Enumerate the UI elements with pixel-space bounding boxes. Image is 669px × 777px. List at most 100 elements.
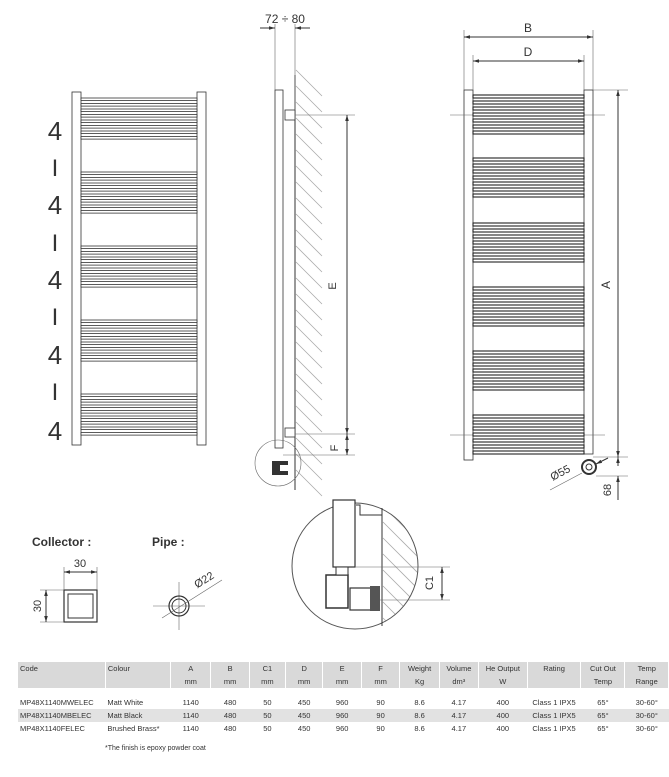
c1-dimension-label: C1 bbox=[424, 576, 436, 590]
towel-bar bbox=[80, 330, 198, 334]
towel-bar bbox=[472, 386, 585, 391]
towel-bar bbox=[472, 286, 585, 291]
table-cell: 1140 bbox=[182, 698, 199, 707]
towel-bar bbox=[80, 399, 198, 403]
collector-section: Collector : 30 30 bbox=[32, 535, 98, 623]
table-footnote: *The finish is epoxy powder coat bbox=[105, 745, 206, 752]
towel-bar bbox=[472, 450, 585, 455]
table-cell: Class 1 IPX5 bbox=[532, 698, 576, 707]
pipe-diameter-label: Ø22 bbox=[192, 570, 216, 591]
towel-bar bbox=[80, 319, 198, 323]
towel-bar bbox=[80, 119, 198, 123]
towel-bar bbox=[472, 322, 585, 327]
table-cell: Matt White bbox=[107, 698, 144, 707]
table-cell: 4.17 bbox=[451, 698, 467, 707]
column-header: Volume bbox=[439, 662, 479, 675]
column-unit: Range bbox=[624, 675, 669, 688]
column-header: Code bbox=[18, 662, 106, 675]
pattern-label: 4 bbox=[48, 190, 62, 220]
towel-bar bbox=[472, 258, 585, 263]
valve-detail: C1 bbox=[291, 499, 450, 630]
towel-bar bbox=[472, 112, 585, 117]
table-cell: 450 bbox=[285, 709, 323, 722]
table-cell: 480 bbox=[223, 698, 237, 707]
towel-bar bbox=[80, 284, 198, 288]
column-unit: mm bbox=[249, 675, 286, 688]
table-cell: 90 bbox=[361, 709, 400, 722]
column-header: He Output bbox=[478, 662, 528, 675]
towel-bar bbox=[472, 181, 585, 186]
table-cell: 450 bbox=[297, 698, 311, 707]
towel-bar bbox=[472, 426, 585, 431]
towel-bar bbox=[472, 118, 585, 123]
towel-bar bbox=[80, 193, 198, 197]
towel-bar bbox=[80, 245, 198, 249]
rear-view: B D A 68 Ø55 bbox=[450, 21, 628, 500]
pattern-label: I bbox=[52, 379, 59, 406]
side-view: 72 ÷ 80 E F bbox=[254, 12, 355, 497]
column-header: A bbox=[170, 662, 212, 675]
table-cell: Matt Black bbox=[105, 709, 171, 722]
table-cell: 65° bbox=[597, 698, 609, 707]
column-header: Weight bbox=[399, 662, 440, 675]
towel-bar bbox=[472, 157, 585, 162]
column-unit: W bbox=[478, 675, 528, 688]
towel-bar bbox=[80, 336, 198, 340]
pattern-label: 4 bbox=[48, 116, 62, 146]
towel-bar bbox=[472, 368, 585, 373]
towel-bar bbox=[80, 278, 198, 282]
towel-bar bbox=[472, 292, 585, 297]
towel-bar bbox=[472, 414, 585, 419]
table-cell: 65° bbox=[580, 709, 625, 722]
towel-bar bbox=[80, 262, 198, 266]
table-cell: 400 bbox=[496, 724, 510, 733]
table-cell: 8.6 bbox=[399, 709, 440, 722]
table-cell: 50 bbox=[249, 709, 286, 722]
collector-width-label: 30 bbox=[74, 558, 86, 570]
towel-bar bbox=[472, 187, 585, 192]
column-unit: mm bbox=[322, 675, 362, 688]
column-header: Cut Out bbox=[580, 662, 626, 675]
towel-bar bbox=[80, 358, 198, 362]
pattern-label: 4 bbox=[48, 340, 62, 370]
column-header: D bbox=[285, 662, 324, 675]
pattern-label: 4 bbox=[48, 265, 62, 295]
towel-bar bbox=[472, 432, 585, 437]
towel-bar bbox=[472, 298, 585, 303]
towel-bar bbox=[80, 199, 198, 203]
towel-bar bbox=[80, 204, 198, 208]
pattern-label: I bbox=[52, 304, 59, 331]
column-header: F bbox=[361, 662, 401, 675]
table-cell: 450 bbox=[297, 724, 311, 733]
towel-bar bbox=[80, 130, 198, 134]
towel-bar bbox=[80, 136, 198, 140]
towel-bar bbox=[80, 210, 198, 214]
pattern-label: I bbox=[52, 230, 59, 257]
towel-bar bbox=[80, 267, 198, 271]
table-cell: 960 bbox=[335, 698, 349, 707]
column-header: E bbox=[322, 662, 362, 675]
towel-bar bbox=[472, 163, 585, 168]
e-dimension-label: E bbox=[327, 282, 339, 289]
towel-bar bbox=[472, 246, 585, 251]
towel-bar bbox=[472, 438, 585, 443]
towel-bar bbox=[472, 362, 585, 367]
towel-bar bbox=[80, 347, 198, 351]
towel-bar bbox=[472, 310, 585, 315]
towel-bar bbox=[472, 169, 585, 174]
valve-diameter-label: Ø55 bbox=[549, 463, 573, 483]
table-cell: 480 bbox=[223, 724, 237, 733]
column-header: B bbox=[210, 662, 250, 675]
pattern-label: I bbox=[52, 155, 59, 182]
towel-bar bbox=[472, 106, 585, 111]
towel-bar bbox=[80, 421, 198, 425]
table-cell: Brushed Brass* bbox=[107, 724, 160, 733]
towel-bar bbox=[472, 444, 585, 449]
table-cell: 400 bbox=[496, 698, 510, 707]
column-unit bbox=[105, 675, 171, 688]
table-cell: 480 bbox=[210, 709, 250, 722]
towel-bar bbox=[472, 316, 585, 321]
